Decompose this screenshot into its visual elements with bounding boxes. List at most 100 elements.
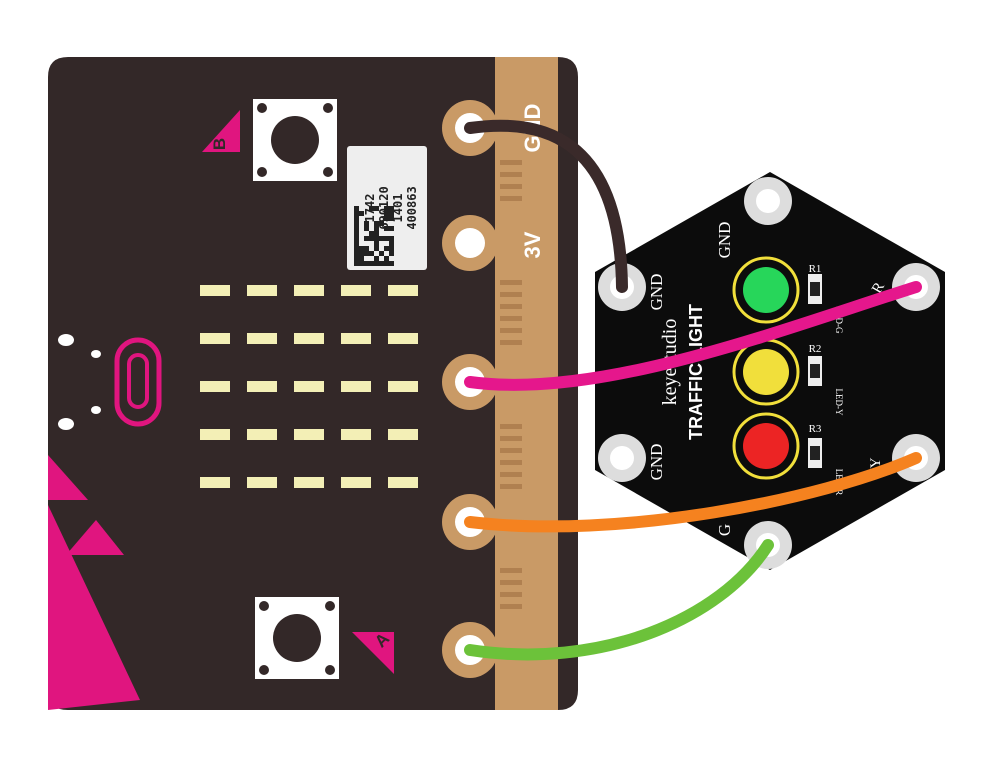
datamatrix-cell xyxy=(354,216,359,221)
datamatrix-cell xyxy=(354,251,359,256)
edge-tooth xyxy=(500,340,522,345)
edge-tooth xyxy=(500,484,522,489)
matrix-led xyxy=(247,333,277,344)
edge-tooth xyxy=(500,172,522,177)
led-mark-yellow: LED-Y xyxy=(834,389,844,416)
matrix-led xyxy=(200,285,230,296)
light-yellow xyxy=(732,338,800,406)
matrix-led xyxy=(247,381,277,392)
resistor-r2: R2 xyxy=(808,343,822,386)
datamatrix-cell xyxy=(384,211,389,216)
matrix-led xyxy=(388,381,418,392)
led-mark-green: LED-G xyxy=(834,307,844,334)
datamatrix-cell xyxy=(369,206,374,211)
serial-line-3: 690120 xyxy=(377,186,391,229)
datamatrix-cell xyxy=(354,221,359,226)
datamatrix-cell xyxy=(354,246,359,251)
datamatrix-cell xyxy=(364,246,369,251)
module-pad-gnd-lower[interactable] xyxy=(598,434,646,482)
datamatrix-cell xyxy=(374,241,379,246)
mic-dot-1 xyxy=(58,334,74,346)
datamatrix-cell xyxy=(354,261,359,266)
edge-tooth xyxy=(500,436,522,441)
resistor-r1: R1 xyxy=(808,263,822,304)
logo-slot xyxy=(127,353,149,409)
matrix-led xyxy=(341,381,371,392)
datamatrix-cell xyxy=(374,206,379,211)
board-pink-triangle-top xyxy=(48,455,88,500)
pad-3v[interactable] xyxy=(442,215,498,271)
module-g-label: G xyxy=(715,524,734,536)
serial-line-4: 1742 xyxy=(363,194,377,223)
datamatrix-cell xyxy=(364,251,369,256)
svg-text:R3: R3 xyxy=(809,423,822,435)
datamatrix-cell xyxy=(354,236,359,241)
light-green xyxy=(732,256,800,324)
datamatrix-cell xyxy=(389,246,394,251)
module-pad-top[interactable] xyxy=(744,177,792,225)
datamatrix-cell xyxy=(379,261,384,266)
button-a-marker xyxy=(352,632,394,674)
datamatrix-cell xyxy=(379,251,384,256)
matrix-led xyxy=(294,381,324,392)
edge-tooth xyxy=(500,580,522,585)
svg-text:R1: R1 xyxy=(809,263,822,275)
module-gnd-label-left: GND xyxy=(647,274,666,311)
wire-orange-p1[interactable] xyxy=(464,452,922,533)
serial-line-2: 1401 xyxy=(391,194,405,223)
logo-outline xyxy=(114,337,162,427)
board-pink-triangle-large xyxy=(48,505,140,710)
datamatrix-cell xyxy=(389,261,394,266)
datamatrix-cell xyxy=(374,261,379,266)
matrix-led xyxy=(200,429,230,440)
edge-tooth xyxy=(500,568,522,573)
datamatrix-cell xyxy=(364,261,369,266)
matrix-led xyxy=(388,477,418,488)
wire-black-gnd[interactable] xyxy=(464,119,628,293)
datamatrix-cell xyxy=(384,256,389,261)
datamatrix-cell xyxy=(359,211,364,216)
button-b-label: B xyxy=(210,138,229,150)
datamatrix-cell xyxy=(374,236,379,241)
matrix-led xyxy=(247,285,277,296)
datamatrix-cell xyxy=(359,261,364,266)
button-b[interactable] xyxy=(253,99,337,181)
wire-green-p0[interactable] xyxy=(464,539,774,661)
matrix-led xyxy=(294,285,324,296)
datamatrix-cell xyxy=(354,241,359,246)
datamatrix-cell xyxy=(354,256,359,261)
matrix-led xyxy=(294,477,324,488)
datamatrix-cell xyxy=(364,226,369,231)
microbit-board: GND 3V B 400863 1401 690120 1742 xyxy=(48,57,578,710)
datamatrix-cell xyxy=(369,231,374,236)
datamatrix-cell xyxy=(354,226,359,231)
datamatrix-cell xyxy=(369,261,374,266)
matrix-led xyxy=(341,429,371,440)
edge-tooth xyxy=(500,292,522,297)
matrix-led xyxy=(388,333,418,344)
mic-dot-3 xyxy=(91,406,101,414)
edge-tooth xyxy=(500,472,522,477)
edge-tooth xyxy=(500,604,522,609)
edge-tooth xyxy=(500,196,522,201)
edge-tooth xyxy=(500,184,522,189)
button-a[interactable] xyxy=(255,597,339,679)
datamatrix-cell xyxy=(389,226,394,231)
matrix-led xyxy=(200,381,230,392)
datamatrix-cell xyxy=(379,221,384,226)
datamatrix-cell xyxy=(359,246,364,251)
module-name: TRAFFIC LIGHT xyxy=(686,304,706,440)
wire-magenta-p2[interactable] xyxy=(464,281,922,391)
board-pink-triangle-mid xyxy=(66,520,124,555)
mic-dot-4 xyxy=(58,418,74,430)
edge-tooth xyxy=(500,460,522,465)
datamatrix-cell xyxy=(374,231,379,236)
serial-sticker: 400863 1401 690120 1742 xyxy=(347,146,427,270)
module-gnd-label-top: GND xyxy=(715,222,734,259)
datamatrix-cell xyxy=(359,251,364,256)
matrix-led xyxy=(388,429,418,440)
edge-tooth xyxy=(500,448,522,453)
edge-tooth xyxy=(500,424,522,429)
datamatrix-cell xyxy=(389,241,394,246)
matrix-led xyxy=(200,333,230,344)
